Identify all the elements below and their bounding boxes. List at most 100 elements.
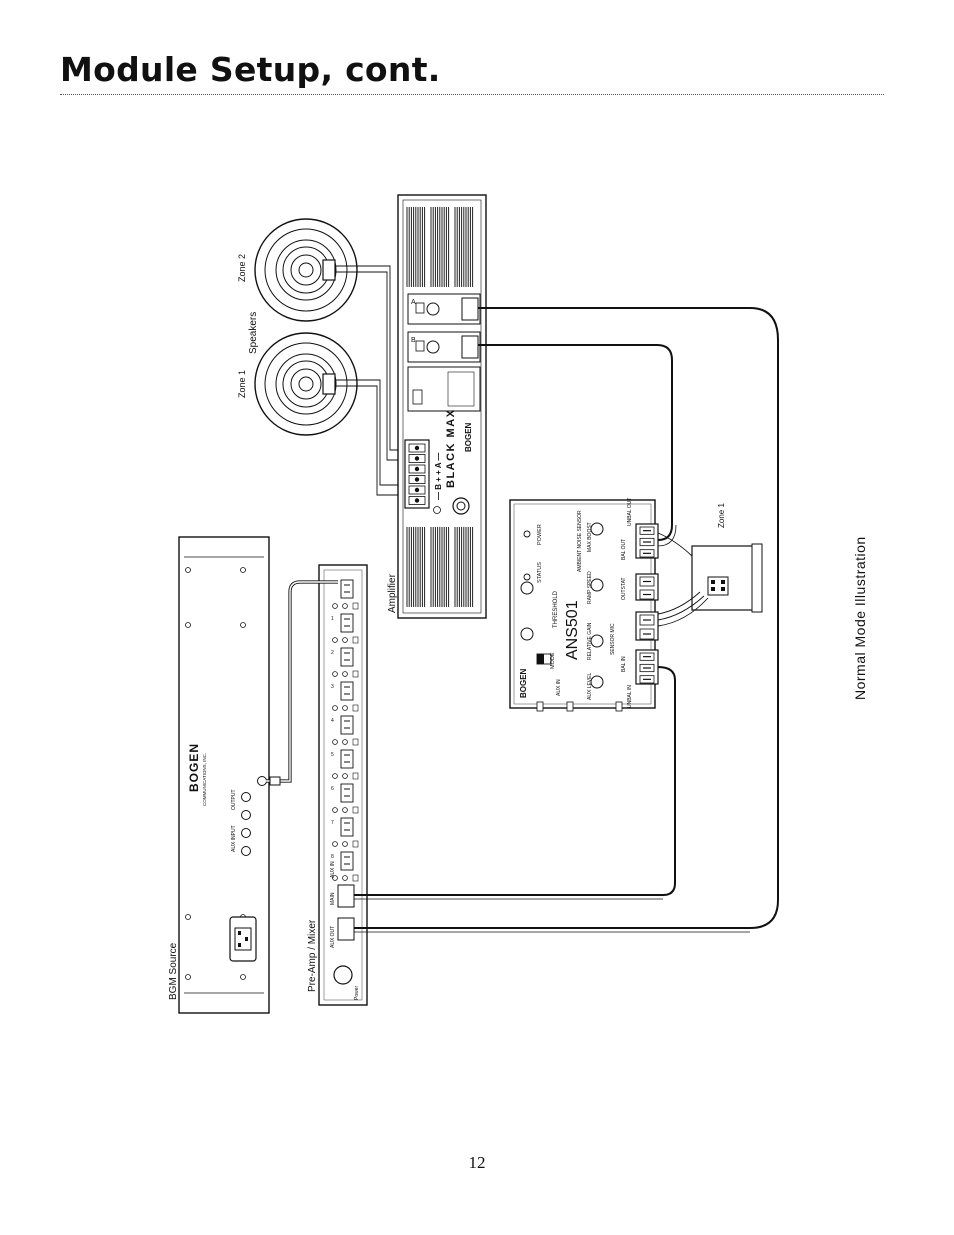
ans501-unit: BOGEN ANS501 AMBIENT NOISE SENSOR POWER …	[509, 498, 659, 712]
amp-speaker-terminals	[408, 443, 426, 505]
preamp-channel-label: 7	[331, 820, 334, 826]
preamp-aux-in-label: AUX IN	[330, 861, 336, 878]
preamp-channel-label: 8	[331, 854, 334, 860]
ans501-unbal-out: UNBAL OUT	[627, 498, 633, 526]
amplifier-unit: A B — B + + A — BLACK MAX BOGEN	[397, 194, 487, 619]
ans501-aux-in: AUX IN	[556, 679, 562, 696]
label-zone-1: Zone 1	[237, 370, 247, 398]
zone1-sensor	[691, 543, 763, 613]
preamp-switch	[352, 874, 359, 882]
preamp-knob	[332, 841, 338, 847]
preamp-knob	[342, 773, 348, 779]
preamp-aux-out-label: AUX OUT	[330, 926, 336, 948]
preamp-knob	[332, 739, 338, 745]
preamp-switch	[352, 772, 359, 780]
ans501-subtitle: AMBIENT NOISE SENSOR	[577, 510, 583, 572]
preamp-input-block	[340, 681, 354, 701]
preamp-knob	[342, 807, 348, 813]
preamp-channel-label: 4	[331, 718, 334, 724]
preamp-switch	[352, 840, 359, 848]
ans501-ramp-speed: RAMP SPEED	[587, 571, 593, 604]
preamp-switch	[352, 806, 359, 814]
preamp-channel-label: 2	[331, 650, 334, 656]
label-sensor-zone-1: Zone 1	[717, 503, 726, 528]
preamp-input-block	[340, 783, 354, 803]
preamp-main-label: MAIN	[330, 892, 336, 905]
preamp-switch	[352, 738, 359, 746]
preamp-input-block	[340, 851, 354, 871]
preamp-channel-label: 6	[331, 786, 334, 792]
label-preamp-mixer: Pre-Amp / Mixer	[307, 919, 318, 992]
preamp-knob	[342, 841, 348, 847]
bgm-aux-input-label: AUX INPUT	[231, 825, 237, 852]
ans501-sensor-mic: SENSOR MIC	[610, 623, 616, 655]
sensor-wiring	[657, 532, 709, 627]
preamp-power-label: Power	[354, 985, 360, 1000]
preamp-channel-label: 1	[331, 616, 334, 622]
label-amplifier: Amplifier	[387, 573, 398, 613]
amp-model: BLACK MAX	[445, 409, 457, 489]
speaker-zone-1	[254, 332, 358, 436]
preamp-input-block	[340, 647, 354, 667]
preamp-input-block	[340, 579, 354, 599]
amp-channel-a-label: A	[411, 299, 416, 306]
preamp-knob	[332, 705, 338, 711]
amp-terminal-screw	[414, 477, 420, 482]
ans501-terminal-pins	[639, 526, 655, 684]
label-speakers: Speakers	[248, 312, 259, 354]
amp-vent-grille-bottom	[406, 527, 474, 607]
preamp-channel-label: 5	[331, 752, 334, 758]
amp-vent-grille-top	[406, 207, 474, 287]
preamp-knob	[332, 807, 338, 813]
bgm-output-label: OUTPUT	[231, 789, 237, 810]
amp-channel-b-label: B	[411, 337, 416, 344]
ans501-aux-level: AUX LEVEL	[587, 673, 593, 700]
preamp-switch	[352, 636, 359, 644]
amp-terminal-screw	[414, 487, 420, 493]
amp-terminal-screw	[414, 456, 420, 461]
amp-terminal-screw	[414, 498, 420, 503]
bgm-source-unit: BOGEN COMMUNICATIONS, INC. OUTPUT AUX IN…	[178, 536, 270, 1014]
preamp-switch	[352, 670, 359, 678]
system-cabling	[266, 307, 779, 933]
preamp-input-block	[340, 715, 354, 735]
preamp-input-block	[340, 749, 354, 769]
amp-terminal-screw	[414, 445, 420, 451]
ans501-power: POWER	[537, 524, 543, 545]
ans501-relative-gain: RELATIVE GAIN	[587, 622, 593, 660]
preamp-knob	[342, 739, 348, 745]
preamp-knob	[342, 705, 348, 711]
ans501-mode: MODE	[550, 652, 556, 669]
speaker-zone-2	[254, 218, 358, 322]
amp-terminal-polarity: — B + + A —	[434, 453, 443, 500]
preamp-knob	[332, 773, 338, 779]
preamp-knob	[342, 637, 348, 643]
preamp-knob	[342, 671, 348, 677]
ans501-unbal-in: UNBAL IN	[627, 685, 633, 708]
page-title: Module Setup, cont.	[60, 50, 441, 89]
ans501-outstat: OUTSTAT	[621, 577, 627, 600]
page-number: 12	[468, 1153, 486, 1172]
ans501-brand: BOGEN	[519, 668, 528, 698]
ans501-status: STATUS	[537, 562, 543, 583]
side-caption: Normal Mode Illustration	[852, 536, 868, 700]
bgm-brand: BOGEN	[187, 743, 201, 792]
ans501-model: ANS501	[564, 600, 581, 660]
ans501-bal-out: BAL OUT	[621, 539, 627, 560]
title-rule	[60, 94, 884, 95]
bgm-brand-sub: COMMUNICATIONS, INC.	[202, 753, 207, 806]
label-zone-2: Zone 2	[237, 254, 247, 282]
ans501-threshold: THRESHOLD	[553, 590, 559, 628]
preamp-switch	[352, 602, 359, 610]
preamp-knob	[332, 875, 338, 881]
preamp-knob	[332, 637, 338, 643]
label-bgm-source: BGM Source	[168, 942, 179, 1000]
preamp-knob	[332, 671, 338, 677]
preamp-knob	[342, 603, 348, 609]
preamp-knob	[332, 603, 338, 609]
ans501-max-boost: MAX BOOST	[587, 522, 593, 552]
preamp-knob	[342, 875, 348, 881]
